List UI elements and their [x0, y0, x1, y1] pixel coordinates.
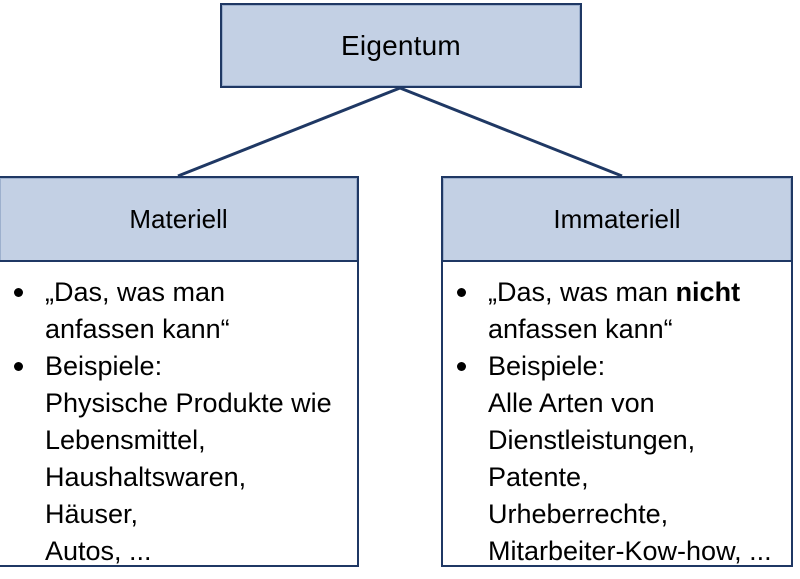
- node-immateriell[interactable]: Immateriell „Das, was man nicht anfassen …: [441, 176, 793, 567]
- bullet-text-line: Alle Arten von: [488, 388, 655, 418]
- bullet-item: „Das, was man anfassen kann“: [0, 274, 353, 348]
- bullet-text-line: Urheberrechte,: [488, 499, 669, 529]
- node-materiell-body: „Das, was man anfassen kann“ Beispiele: Phy…: [0, 262, 357, 565]
- bullet-text-line: „Das, was man: [45, 277, 226, 307]
- bullet-text-line: „Das, was man nicht: [488, 277, 741, 307]
- node-immateriell-label: Immateriell: [553, 204, 681, 234]
- bullet-list-immateriell: „Das, was man nicht anfassen kann“ Beispie…: [443, 274, 787, 565]
- bullet-text-line: anfassen kann“: [45, 314, 230, 344]
- bullet-text-line: Patente,: [488, 462, 589, 492]
- bullet-dot-icon: [457, 362, 466, 371]
- connector-root-to-material: [177, 86, 401, 178]
- emphasis-text: nicht: [675, 277, 741, 307]
- node-eigentum-label: Eigentum: [341, 29, 461, 61]
- node-materiell-header: Materiell: [0, 178, 357, 262]
- bullet-item: „Das, was man nicht anfassen kann“: [443, 274, 787, 348]
- bullet-text-line: Dienstleistungen,: [488, 425, 696, 455]
- bullet-text-line: Beispiele:: [45, 351, 163, 381]
- bullet-text-line: Häuser,: [45, 499, 139, 529]
- bullet-text-line: Mitarbeiter-Kow-how, ...: [488, 536, 772, 565]
- bullet-text-line: Physische Produkte wie: [45, 388, 332, 418]
- bullet-text-line: Autos, ...: [45, 536, 152, 565]
- bullet-dot-icon: [457, 288, 466, 297]
- bullet-text-line: Lebensmittel,: [45, 425, 206, 455]
- bullet-list-materiell: „Das, was man anfassen kann“ Beispiele: Phy…: [0, 274, 353, 565]
- node-eigentum[interactable]: Eigentum: [220, 3, 582, 88]
- bullet-text-line: Haushaltswaren,: [45, 462, 247, 492]
- node-immateriell-header: Immateriell: [443, 178, 791, 262]
- node-immateriell-body: „Das, was man nicht anfassen kann“ Beispie…: [443, 262, 791, 565]
- node-materiell[interactable]: Materiell „Das, was man anfassen kann“ Bei…: [0, 176, 359, 567]
- bullet-text-line: Beispiele:: [488, 351, 606, 381]
- connector-root-to-immaterial: [399, 86, 623, 178]
- bullet-dot-icon: [14, 288, 23, 297]
- bullet-dot-icon: [14, 362, 23, 371]
- node-materiell-label: Materiell: [129, 204, 228, 234]
- bullet-text-line: anfassen kann“: [488, 314, 673, 344]
